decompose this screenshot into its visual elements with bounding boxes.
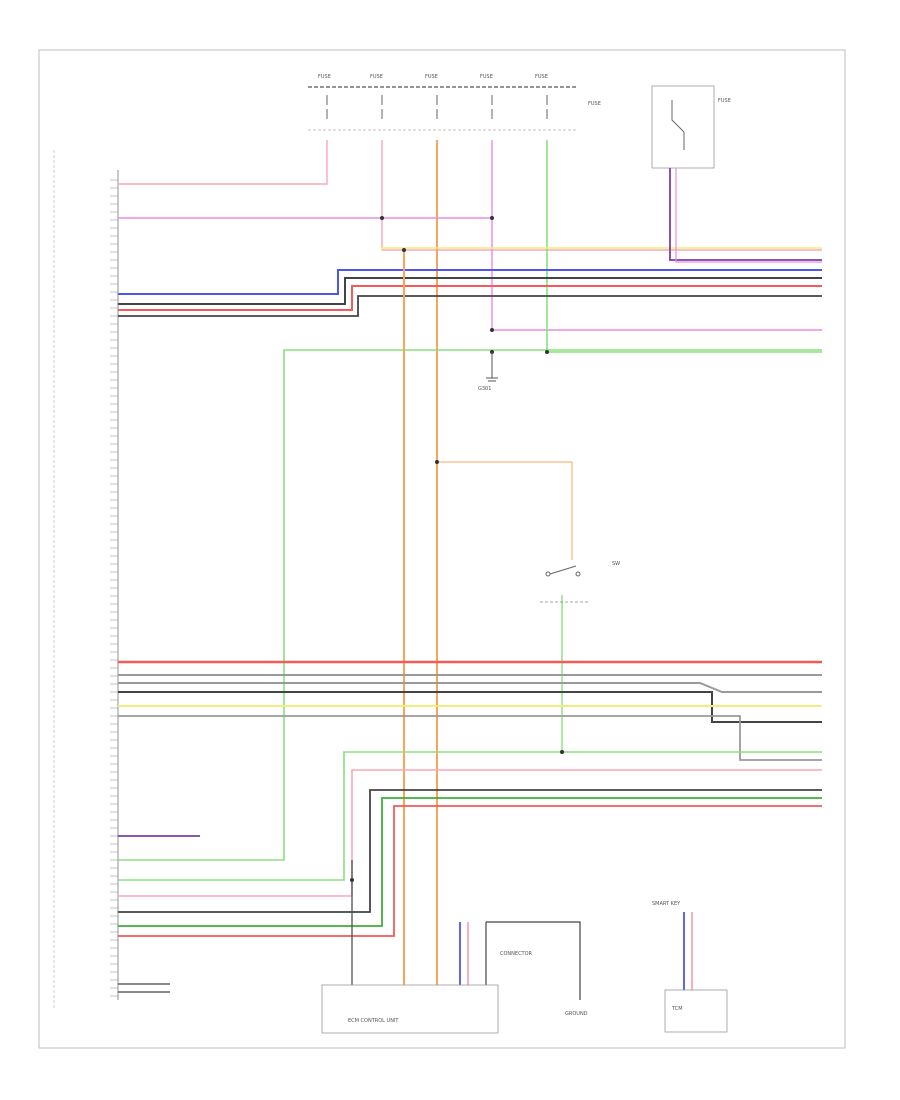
fuse-label-1: FUSE — [318, 74, 331, 80]
wire-orange-switch — [437, 461, 573, 560]
ecm-box-label: ECM CONTROL UNIT — [348, 1018, 399, 1024]
fuse-block: FUSE FUSE FUSE FUSE FUSE FUSE — [308, 74, 601, 131]
tcm-box-label: TCM — [671, 1006, 683, 1012]
ecm-box — [321, 984, 499, 1034]
relay-box — [651, 85, 715, 169]
splice-dots — [350, 216, 564, 882]
fuse-label-2: FUSE — [370, 74, 383, 80]
wire-magenta-fuse4 — [491, 140, 822, 331]
wire-pink-lower — [118, 769, 822, 897]
wire-red-fuse1 — [118, 140, 328, 185]
wire-green-lower-2 — [118, 797, 822, 927]
wire-green-lower — [118, 751, 822, 881]
wire-red-1 — [118, 285, 822, 311]
connector-label: CONNECTOR — [500, 951, 533, 957]
fuse-side-note: FUSE — [588, 101, 601, 107]
wire-green-long — [118, 349, 822, 861]
wire-magenta-relay — [675, 168, 822, 263]
wire-red-lower-2 — [118, 805, 822, 937]
switch-symbol: SW — [540, 561, 620, 603]
wire-yellow-relay — [381, 247, 822, 250]
tcm-box — [664, 989, 728, 1033]
wire-black-1 — [118, 277, 822, 305]
wire-gray-1 — [118, 295, 822, 317]
fuse-label-3: FUSE — [425, 74, 438, 80]
wire-purple-relay — [669, 168, 822, 261]
smart-key-label: SMART KEY — [652, 901, 681, 907]
wire-black-lower-2 — [118, 789, 822, 913]
ecm-connector-column — [53, 150, 119, 1010]
relay-switch-icon — [671, 100, 685, 150]
fuse-label-4: FUSE — [480, 74, 493, 80]
wires — [118, 140, 822, 1000]
wire-pink-fuse2 — [381, 140, 822, 251]
ground-ref-label: G301 — [478, 386, 491, 392]
wire-blue — [118, 269, 822, 295]
wire-black-vert-3 — [486, 921, 581, 1000]
relay-note: FUSE — [718, 98, 731, 104]
wire-gray-lower-2 — [118, 682, 822, 693]
ground-label: GROUND — [565, 1011, 588, 1017]
ground-symbol — [486, 352, 498, 382]
wire-green-fuse5 — [546, 140, 822, 353]
wire-gray-lower-3 — [118, 715, 822, 761]
diagram-frame — [38, 49, 846, 1049]
fuse-label-5: FUSE — [535, 74, 548, 80]
svg-text:SW: SW — [612, 561, 620, 567]
fuse-glyph — [326, 95, 548, 119]
